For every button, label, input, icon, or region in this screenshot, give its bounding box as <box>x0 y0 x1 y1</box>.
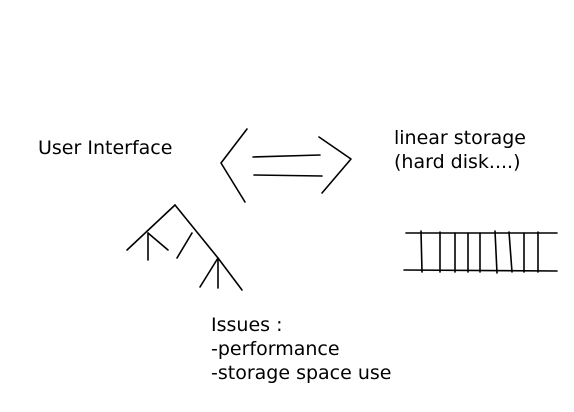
arrow-left-head <box>220 128 248 203</box>
hard-disk-label: (hard disk....) <box>394 151 521 173</box>
linear-storage-icon <box>403 230 558 274</box>
linear-storage-label: linear storage <box>394 127 526 149</box>
arrow-right-head <box>318 136 352 194</box>
arrow-shaft-bottom <box>253 174 323 177</box>
double-arrow-icon <box>220 128 352 203</box>
arrow-shaft-top <box>252 154 321 158</box>
issue-item-storage: -storage space use <box>211 362 392 384</box>
tree-icon <box>126 204 243 291</box>
issue-item-performance: -performance <box>211 338 340 360</box>
user-interface-label: User Interface <box>38 137 173 159</box>
issues-title: Issues : <box>211 314 283 336</box>
